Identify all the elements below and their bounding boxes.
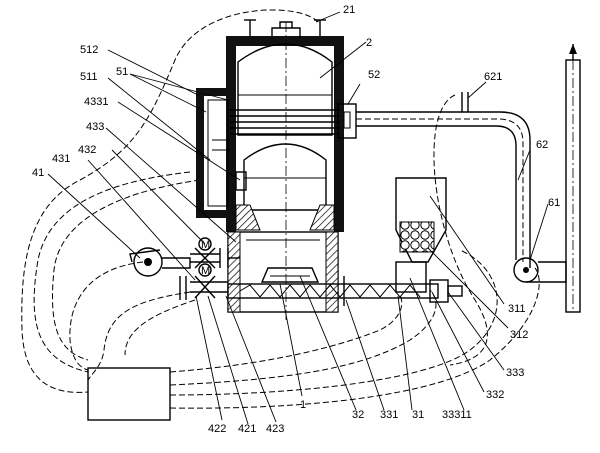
callout-512: 512 bbox=[80, 44, 98, 56]
screw-conveyor bbox=[227, 276, 463, 306]
callout-1: 1 bbox=[300, 399, 306, 411]
control-cables bbox=[21, 9, 540, 409]
callout-333: 333 bbox=[506, 367, 524, 379]
callout-332: 332 bbox=[486, 389, 504, 401]
callout-21: 21 bbox=[343, 4, 355, 16]
callout-621: 621 bbox=[484, 71, 502, 83]
top-outlet bbox=[244, 19, 326, 38]
valve-lower-mark: M bbox=[201, 265, 210, 277]
callout-51: 51 bbox=[116, 66, 128, 78]
callout-41: 41 bbox=[32, 167, 44, 179]
callout-431: 431 bbox=[52, 153, 70, 165]
motor-valves: M M bbox=[179, 237, 240, 300]
feed-hopper bbox=[395, 177, 447, 293]
gasifier-vessel bbox=[226, 22, 344, 320]
callout-433: 433 bbox=[86, 121, 104, 133]
callout-311: 311 bbox=[508, 303, 526, 315]
callout-421: 421 bbox=[238, 423, 256, 435]
gas-outlet-pipe bbox=[337, 92, 531, 268]
callout-432: 432 bbox=[78, 144, 96, 156]
callout-33311: 33311 bbox=[442, 409, 472, 421]
heating-coil bbox=[230, 109, 340, 135]
callout-511: 511 bbox=[80, 71, 98, 83]
callout-422: 422 bbox=[208, 423, 226, 435]
callout-32: 32 bbox=[352, 409, 364, 421]
valve-upper-mark: M bbox=[201, 239, 210, 251]
leader-lines bbox=[47, 11, 549, 425]
callout-labels: 21 2 512 51 52 511 621 4331 433 62 432 4… bbox=[32, 4, 560, 435]
air-blower bbox=[129, 247, 191, 277]
callout-331: 331 bbox=[380, 409, 398, 421]
callout-52: 52 bbox=[368, 69, 380, 81]
exhaust-fan bbox=[513, 44, 581, 313]
callout-4331: 4331 bbox=[84, 96, 108, 108]
callout-61: 61 bbox=[548, 197, 560, 209]
control-cabinet bbox=[87, 367, 171, 421]
callout-31: 31 bbox=[412, 409, 424, 421]
side-jacket bbox=[196, 88, 247, 218]
callout-423: 423 bbox=[266, 423, 284, 435]
callout-312: 312 bbox=[510, 329, 528, 341]
callout-62: 62 bbox=[536, 139, 548, 151]
callout-2: 2 bbox=[366, 37, 372, 49]
